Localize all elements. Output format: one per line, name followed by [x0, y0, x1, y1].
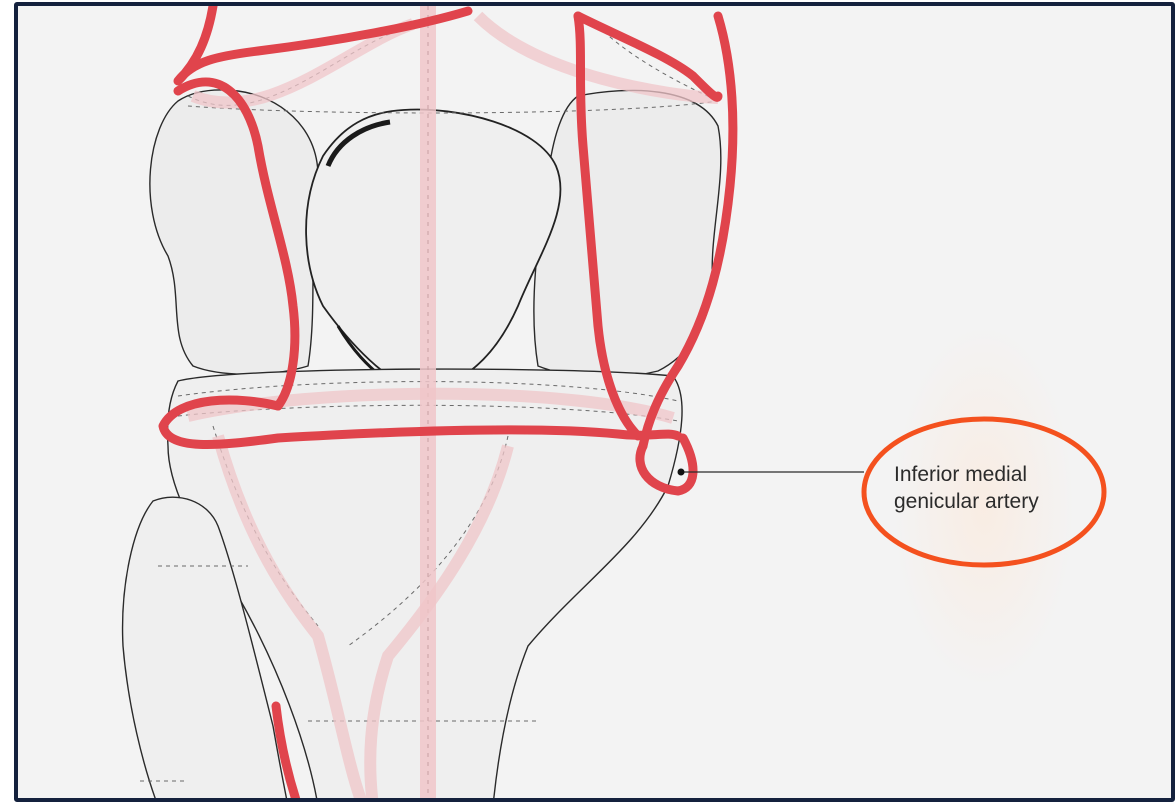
- callout-label-line1: Inferior medial: [894, 461, 1114, 488]
- knee-anatomy-illustration: [18, 6, 1175, 802]
- callout-label-line2: genicular artery: [894, 488, 1114, 515]
- callout-anchor-dot: [678, 469, 685, 476]
- diagram-frame: Inferior medial genicular artery: [14, 2, 1175, 802]
- callout-label: Inferior medial genicular artery: [894, 461, 1114, 515]
